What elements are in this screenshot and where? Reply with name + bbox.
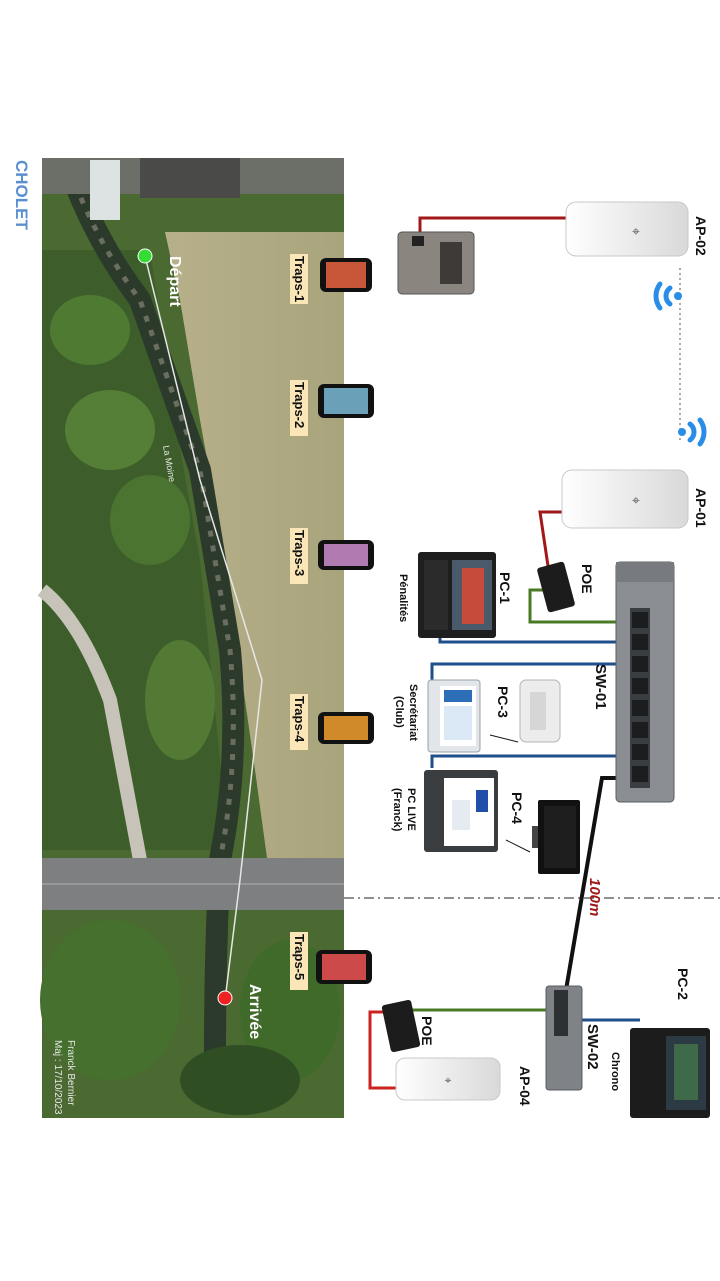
pc-role: PC LIVE <box>405 788 417 831</box>
distance-label: 100m <box>586 878 603 916</box>
switch-sw02: SW-02 <box>545 985 601 1091</box>
cable-poe-ap04 <box>368 1010 400 1090</box>
trap-label: Traps-2 <box>292 382 307 428</box>
finish-marker <box>217 990 233 1006</box>
pc-role: Secrétariat <box>407 684 419 741</box>
trap-label: Traps-5 <box>292 934 307 980</box>
trap-phone-4: Traps-4 <box>290 694 374 750</box>
poe-injector-1: POE <box>537 561 595 613</box>
author-credit: Franck Bernier <box>65 1040 76 1106</box>
trap-phone-2: Traps-2 <box>290 380 374 436</box>
pc-name: PC-2 <box>675 968 691 1000</box>
pc-role: Chrono <box>609 1052 621 1091</box>
cable-ap02-camera <box>418 216 570 238</box>
pc-role: (Club) <box>393 696 405 728</box>
poe-injector-2: POE <box>381 999 435 1053</box>
trap-phone-3: Traps-3 <box>290 528 374 584</box>
pc-name: PC-1 <box>497 572 513 604</box>
pc-1-laptop: PC-1 Pénalités <box>397 552 513 638</box>
ap-04: ⌖ AP-04 <box>395 1057 533 1106</box>
svg-text:⌖: ⌖ <box>445 1073 452 1087</box>
wifi-link <box>653 268 707 447</box>
pc-role: (Franck) <box>391 788 403 832</box>
ap-label: AP-01 <box>693 488 709 528</box>
switch-sw01: SW-01 <box>592 561 675 803</box>
ap-02: ⌖ AP-02 <box>565 201 709 257</box>
pc-name: PC-4 <box>509 792 525 824</box>
pc-2-laptop: PC-2 Chrono <box>609 968 710 1118</box>
trap-phone-1: Traps-1 <box>290 254 372 304</box>
printer <box>489 679 561 743</box>
pc-role: Pénalités <box>397 574 409 622</box>
pc-name: PC-3 <box>495 686 511 718</box>
cable-poe-sw01 <box>528 588 632 624</box>
cable-pc4-sw01 <box>430 754 630 768</box>
tv-monitor <box>505 800 580 874</box>
trap-label: Traps-4 <box>292 696 307 743</box>
wifi-icon <box>678 417 707 447</box>
ap-label: AP-04 <box>517 1066 533 1106</box>
trap-label: Traps-1 <box>292 256 307 302</box>
wifi-icon <box>653 281 682 311</box>
svg-text:⌖: ⌖ <box>632 492 640 508</box>
start-label: Départ <box>166 256 183 307</box>
ap-label: AP-02 <box>693 216 709 256</box>
cable-ap01-poe <box>538 510 566 567</box>
page-title: CHOLET <box>12 160 31 231</box>
pc-4-laptop: PC-4 PC LIVE (Franck) <box>391 770 525 852</box>
svg-text:⌖: ⌖ <box>632 223 640 239</box>
poe-label: POE <box>419 1016 435 1046</box>
poe-label: POE <box>579 564 595 594</box>
update-date: Maj : 17/10/2023 <box>52 1040 63 1115</box>
trap-phone-5: Traps-5 <box>290 932 372 990</box>
camera-enclosure <box>397 231 475 295</box>
trap-label: Traps-3 <box>292 530 307 576</box>
start-marker <box>137 248 153 264</box>
switch-label: SW-02 <box>584 1024 601 1070</box>
pc-3-laptop: PC-3 Secrétariat (Club) <box>393 679 511 753</box>
aerial-map: La Moine <box>37 158 344 1118</box>
switch-label: SW-01 <box>592 664 609 710</box>
finish-label: Arrivée <box>246 984 263 1039</box>
ap-01: ⌖ AP-01 <box>561 469 709 529</box>
